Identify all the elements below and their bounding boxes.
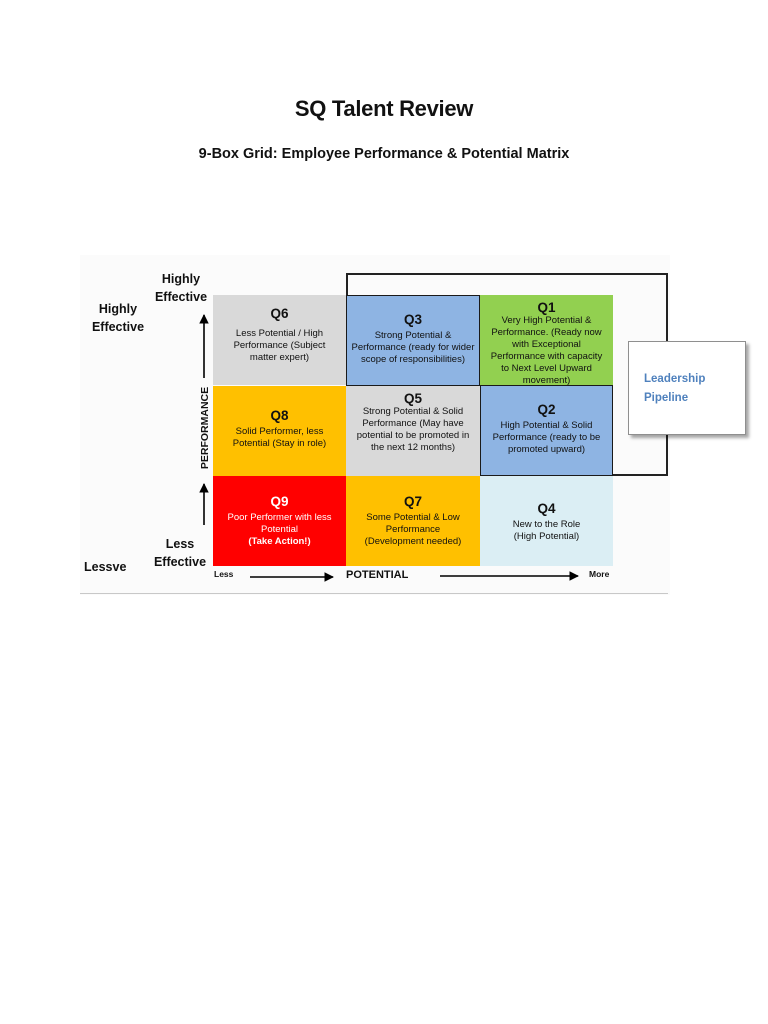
cell-q8-code: Q8 (270, 408, 289, 423)
cell-q6-code: Q6 (270, 306, 289, 321)
cell-q3-code: Q3 (403, 312, 422, 327)
cell-q7: Q7 Some Potential & Low Performance (Dev… (346, 476, 480, 566)
leadership-pipeline-label: Leadership Pipeline (644, 373, 706, 404)
y-axis-bottom-outer-label: Lessve (84, 560, 127, 574)
cell-q8-desc: Solid Performer, less Potential (Stay in… (232, 426, 327, 449)
x-axis-min-label: Less (214, 569, 234, 579)
performance-axis-title: PERFORMANCE (199, 386, 211, 470)
cell-q6-desc: Less Potential / High Performance (Subje… (233, 328, 326, 363)
cell-q5-desc: Strong Potential & Solid Performance (Ma… (356, 406, 470, 453)
cell-q6: Q6 Less Potential / High Performance (Su… (213, 295, 346, 385)
cell-q1-desc: Very High Potential & Performance. (Read… (490, 315, 603, 386)
cell-q9-code: Q9 (270, 494, 289, 509)
x-axis-max-label: More (589, 569, 610, 579)
cell-q3: Q3 Strong Potential & Performance (ready… (346, 295, 480, 386)
cell-q4-code: Q4 (537, 501, 556, 516)
cell-q2-desc: High Potential & Solid Performance (read… (492, 420, 601, 455)
cell-q9-action: (Take Action!) (248, 536, 311, 547)
page-title: SQ Talent Review (294, 96, 474, 121)
cell-q4: Q4 New to the Role (High Potential) (480, 476, 613, 566)
cell-q4-desc: New to the Role (High Potential) (512, 519, 581, 542)
cell-q3-desc: Strong Potential & Performance (ready fo… (351, 330, 475, 365)
cell-q7-desc: Some Potential & Low Performance (Develo… (364, 512, 462, 547)
page-subtitle: 9-Box Grid: Employee Performance & Poten… (198, 146, 570, 162)
cell-q9-desc: Poor Performer with less Potential (227, 512, 332, 535)
cell-q2-code: Q2 (537, 402, 556, 417)
cell-q5: Q5 Strong Potential & Solid Performance … (346, 386, 480, 476)
cell-q2: Q2 High Potential & Solid Performance (r… (480, 385, 613, 476)
leadership-pipeline-callout: Leadership Pipeline (628, 341, 746, 435)
potential-axis-title: POTENTIAL (346, 569, 409, 581)
cell-q8: Q8 Solid Performer, less Potential (Stay… (213, 386, 346, 476)
cell-q1-code: Q1 (537, 300, 556, 315)
cell-q1: Q1 Very High Potential & Performance. (R… (480, 295, 613, 386)
y-axis-bottom-inner-label: Less Effective (153, 537, 207, 569)
y-axis-top-outer-label: Highly Effective (91, 302, 145, 334)
figure-bottom-rule (80, 593, 668, 594)
cell-q7-code: Q7 (403, 494, 422, 509)
cell-q9: Q9 Poor Performer with less Potential (T… (213, 476, 346, 566)
cell-q5-code: Q5 (403, 391, 422, 406)
y-axis-top-inner-label: Highly Effective (154, 272, 208, 304)
